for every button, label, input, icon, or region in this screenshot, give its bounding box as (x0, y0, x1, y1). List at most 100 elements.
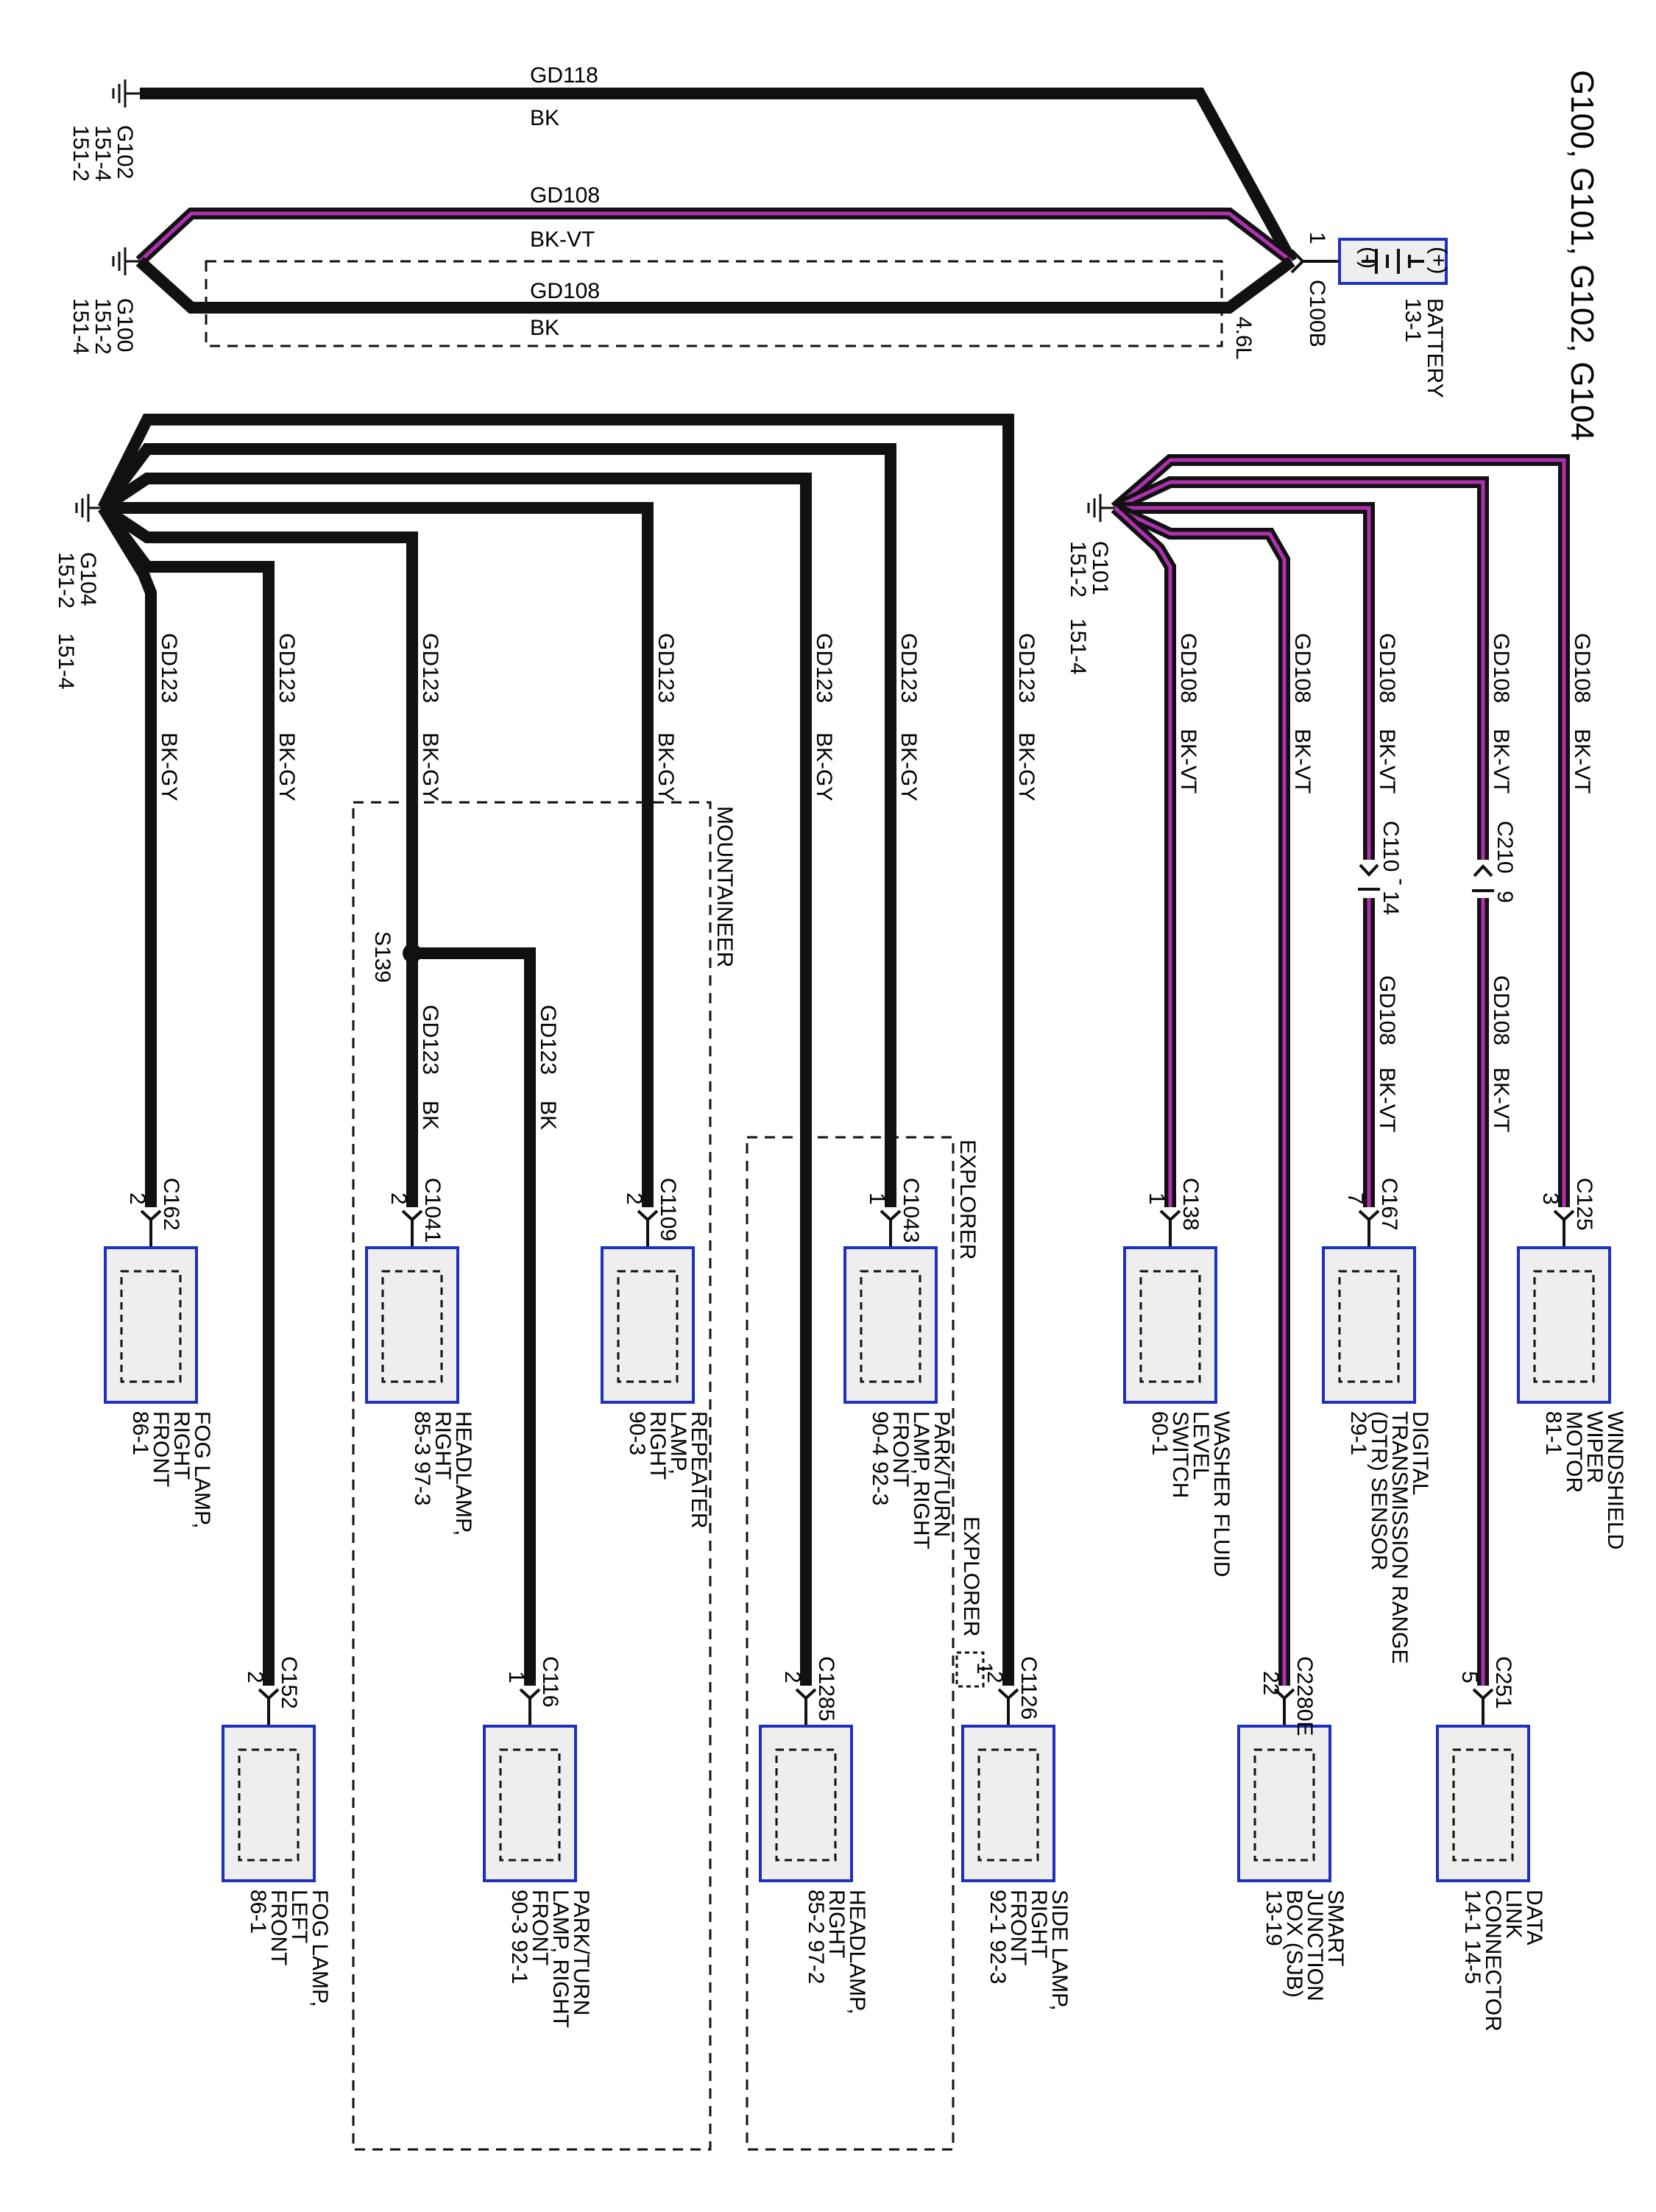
wire-to-c1043 (98, 443, 896, 1207)
component-c1126-label-3: FRONT (1006, 1890, 1030, 1965)
ground-g102-ref-2: 151-2 (68, 125, 93, 182)
ground-symbol-g101 (1087, 494, 1115, 522)
connector-c1041-pin: 2 (386, 1192, 411, 1205)
wire-label-c1041-color: BK-GY (418, 732, 442, 801)
component-c1109-label-3: RIGHT (645, 1411, 670, 1480)
connector-c152-pin: 2 (243, 1671, 267, 1683)
component-c125-label-2: WIPER (1582, 1411, 1607, 1483)
battery-ref: 13-1 (1401, 298, 1425, 342)
component-c1043-label-1: PARK/TURN (930, 1411, 954, 1537)
ground-g101-ref-2: 151-4 (1066, 618, 1090, 675)
component-c2280e-label-3: BOX (SJB) (1282, 1890, 1306, 1998)
inline-connector-c110: C110 (1379, 821, 1403, 872)
ground-g102-circuit: GD118 BK G102 151-4 151-2 (68, 63, 1298, 264)
wire-label-c116-color: BK (536, 1100, 560, 1130)
option-explorer-label-2: EXPLORER (959, 1516, 983, 1636)
option-explorer-note: 1 (972, 1662, 997, 1675)
connector-c251-name: C251 (1491, 1656, 1515, 1709)
component-c1126-label-2: RIGHT (1027, 1890, 1051, 1958)
connector-c110-symbol (1359, 863, 1379, 877)
ground-g100-ref-1: 151-2 (91, 298, 115, 355)
wire-label-c1109-color: BK-GY (654, 732, 678, 801)
component-c116-label-1: PARK/TURN (569, 1890, 593, 2015)
component-c116-label-4: 90-3 92-1 (507, 1890, 531, 1984)
option-explorer-label: EXPLORER (955, 1139, 980, 1259)
connector-c1126-name: C1126 (1016, 1656, 1041, 1720)
wire-label-c1041-code: GD123 (418, 633, 442, 703)
connector-c1285-pin: 2 (780, 1671, 804, 1683)
connector-c138-name: C138 (1178, 1178, 1203, 1231)
component-c251-outline (1452, 1748, 1514, 1862)
connector-c162-pin: 2 (125, 1192, 149, 1205)
wire-label-c167-code-2: GD108 (1375, 975, 1399, 1045)
connector-c251-pin: 5 (1457, 1671, 1482, 1683)
component-c1109-outline (617, 1270, 679, 1383)
component-c1109-label-2: LAMP, (666, 1411, 690, 1474)
wire-label-c2280e-color: BK-VT (1290, 729, 1314, 794)
splice-s139-dot (403, 944, 422, 963)
wire-label-c1041-code-2: GD123 (418, 1005, 442, 1075)
wire-to-c1126 (97, 414, 1014, 1686)
connector-c162-name: C162 (159, 1178, 183, 1231)
connector-c125-pin: 3 (1538, 1192, 1563, 1205)
ground-g100-name: G100 (113, 298, 137, 352)
component-c251-label-2: LINK (1501, 1890, 1526, 1939)
wire-label-c167-color-2: BK-VT (1375, 1067, 1399, 1132)
ground-symbol-g102 (112, 79, 140, 107)
option-box-mountaineer (352, 801, 712, 2151)
component-c152-label-1: FOG LAMP, (308, 1890, 332, 2007)
ground-g101-circuit: G101 151-2 151-4 (1066, 454, 1594, 1686)
wire-label-c167-code: GD108 (1375, 633, 1399, 703)
connector-c100b-symbol (1290, 249, 1305, 274)
svg-text:-: - (1390, 878, 1414, 886)
wire-gd118-code: GD118 (530, 63, 598, 88)
wire-gd108-lower-code: GD108 (530, 279, 600, 303)
component-c167-label-2: TRANSMISSION RANGE (1387, 1411, 1412, 1664)
components-layer: C1253WINDSHIELDWIPERMOTOR81-1C1677DIGITA… (104, 1178, 1627, 2032)
component-c152-outline (238, 1748, 300, 1862)
wire-to-c138 (1111, 503, 1176, 1207)
connector-c1285-name: C1285 (814, 1656, 838, 1721)
ground-g104-name: G104 (76, 552, 100, 606)
component-c167-outline (1338, 1270, 1400, 1383)
component-c251-label-1: DATA (1522, 1890, 1546, 1946)
component-c116-label-2: LAMP, RIGHT (548, 1890, 573, 2028)
component-c2280e-label-2: JUNCTION (1303, 1890, 1327, 2001)
component-c152-label-4: 86-1 (246, 1890, 270, 1934)
wire-label-c251-code-2: GD108 (1489, 975, 1513, 1045)
wire-gd108-bkvt (135, 208, 1295, 266)
connector-c2280e-name: C2280E (1292, 1656, 1317, 1736)
component-c116-label-3: FRONT (528, 1890, 552, 1965)
component-c1041-label-1: HEADLAMP, (451, 1411, 475, 1536)
wire-gd108-upper-code: GD108 (530, 183, 600, 208)
wire-gd108-bk (135, 256, 1295, 314)
component-c162-label-2: RIGHT (169, 1411, 194, 1480)
wire-label-c167-color: BK-VT (1375, 729, 1399, 794)
connector-c125-name: C125 (1572, 1178, 1596, 1231)
wire-label-c125-color: BK-VT (1570, 729, 1594, 794)
component-c116-outline (499, 1748, 561, 1862)
component-c1041-label-3: 85-3 97-3 (410, 1411, 434, 1505)
wire-label-c251-color: BK-VT (1489, 729, 1513, 794)
component-c2280e-label-4: 13-19 (1262, 1890, 1286, 1946)
wire-label-c1043-color: BK-GY (896, 732, 921, 801)
component-c2280e-outline (1253, 1748, 1315, 1862)
ground-g102-ref-1: 151-4 (91, 125, 115, 182)
component-c251-label-3: CONNECTOR (1481, 1890, 1505, 2032)
component-c1285-label-1: HEADLAMP, (845, 1890, 869, 2015)
wire-label-c152-code: GD123 (275, 633, 299, 703)
component-c1109-label-4: 90-3 (625, 1411, 649, 1455)
ground-symbol-g100 (112, 247, 140, 275)
component-c152-label-3: FRONT (266, 1890, 291, 1965)
connector-c138-pin: 1 (1144, 1192, 1169, 1205)
component-c167-label-3: (DTR) SENSOR (1367, 1411, 1391, 1571)
connector-c2280e-pin: 22 (1259, 1671, 1283, 1695)
wire-label-c1041-color-2: BK (418, 1100, 442, 1130)
component-c1285-label-2: RIGHT (824, 1890, 849, 1958)
